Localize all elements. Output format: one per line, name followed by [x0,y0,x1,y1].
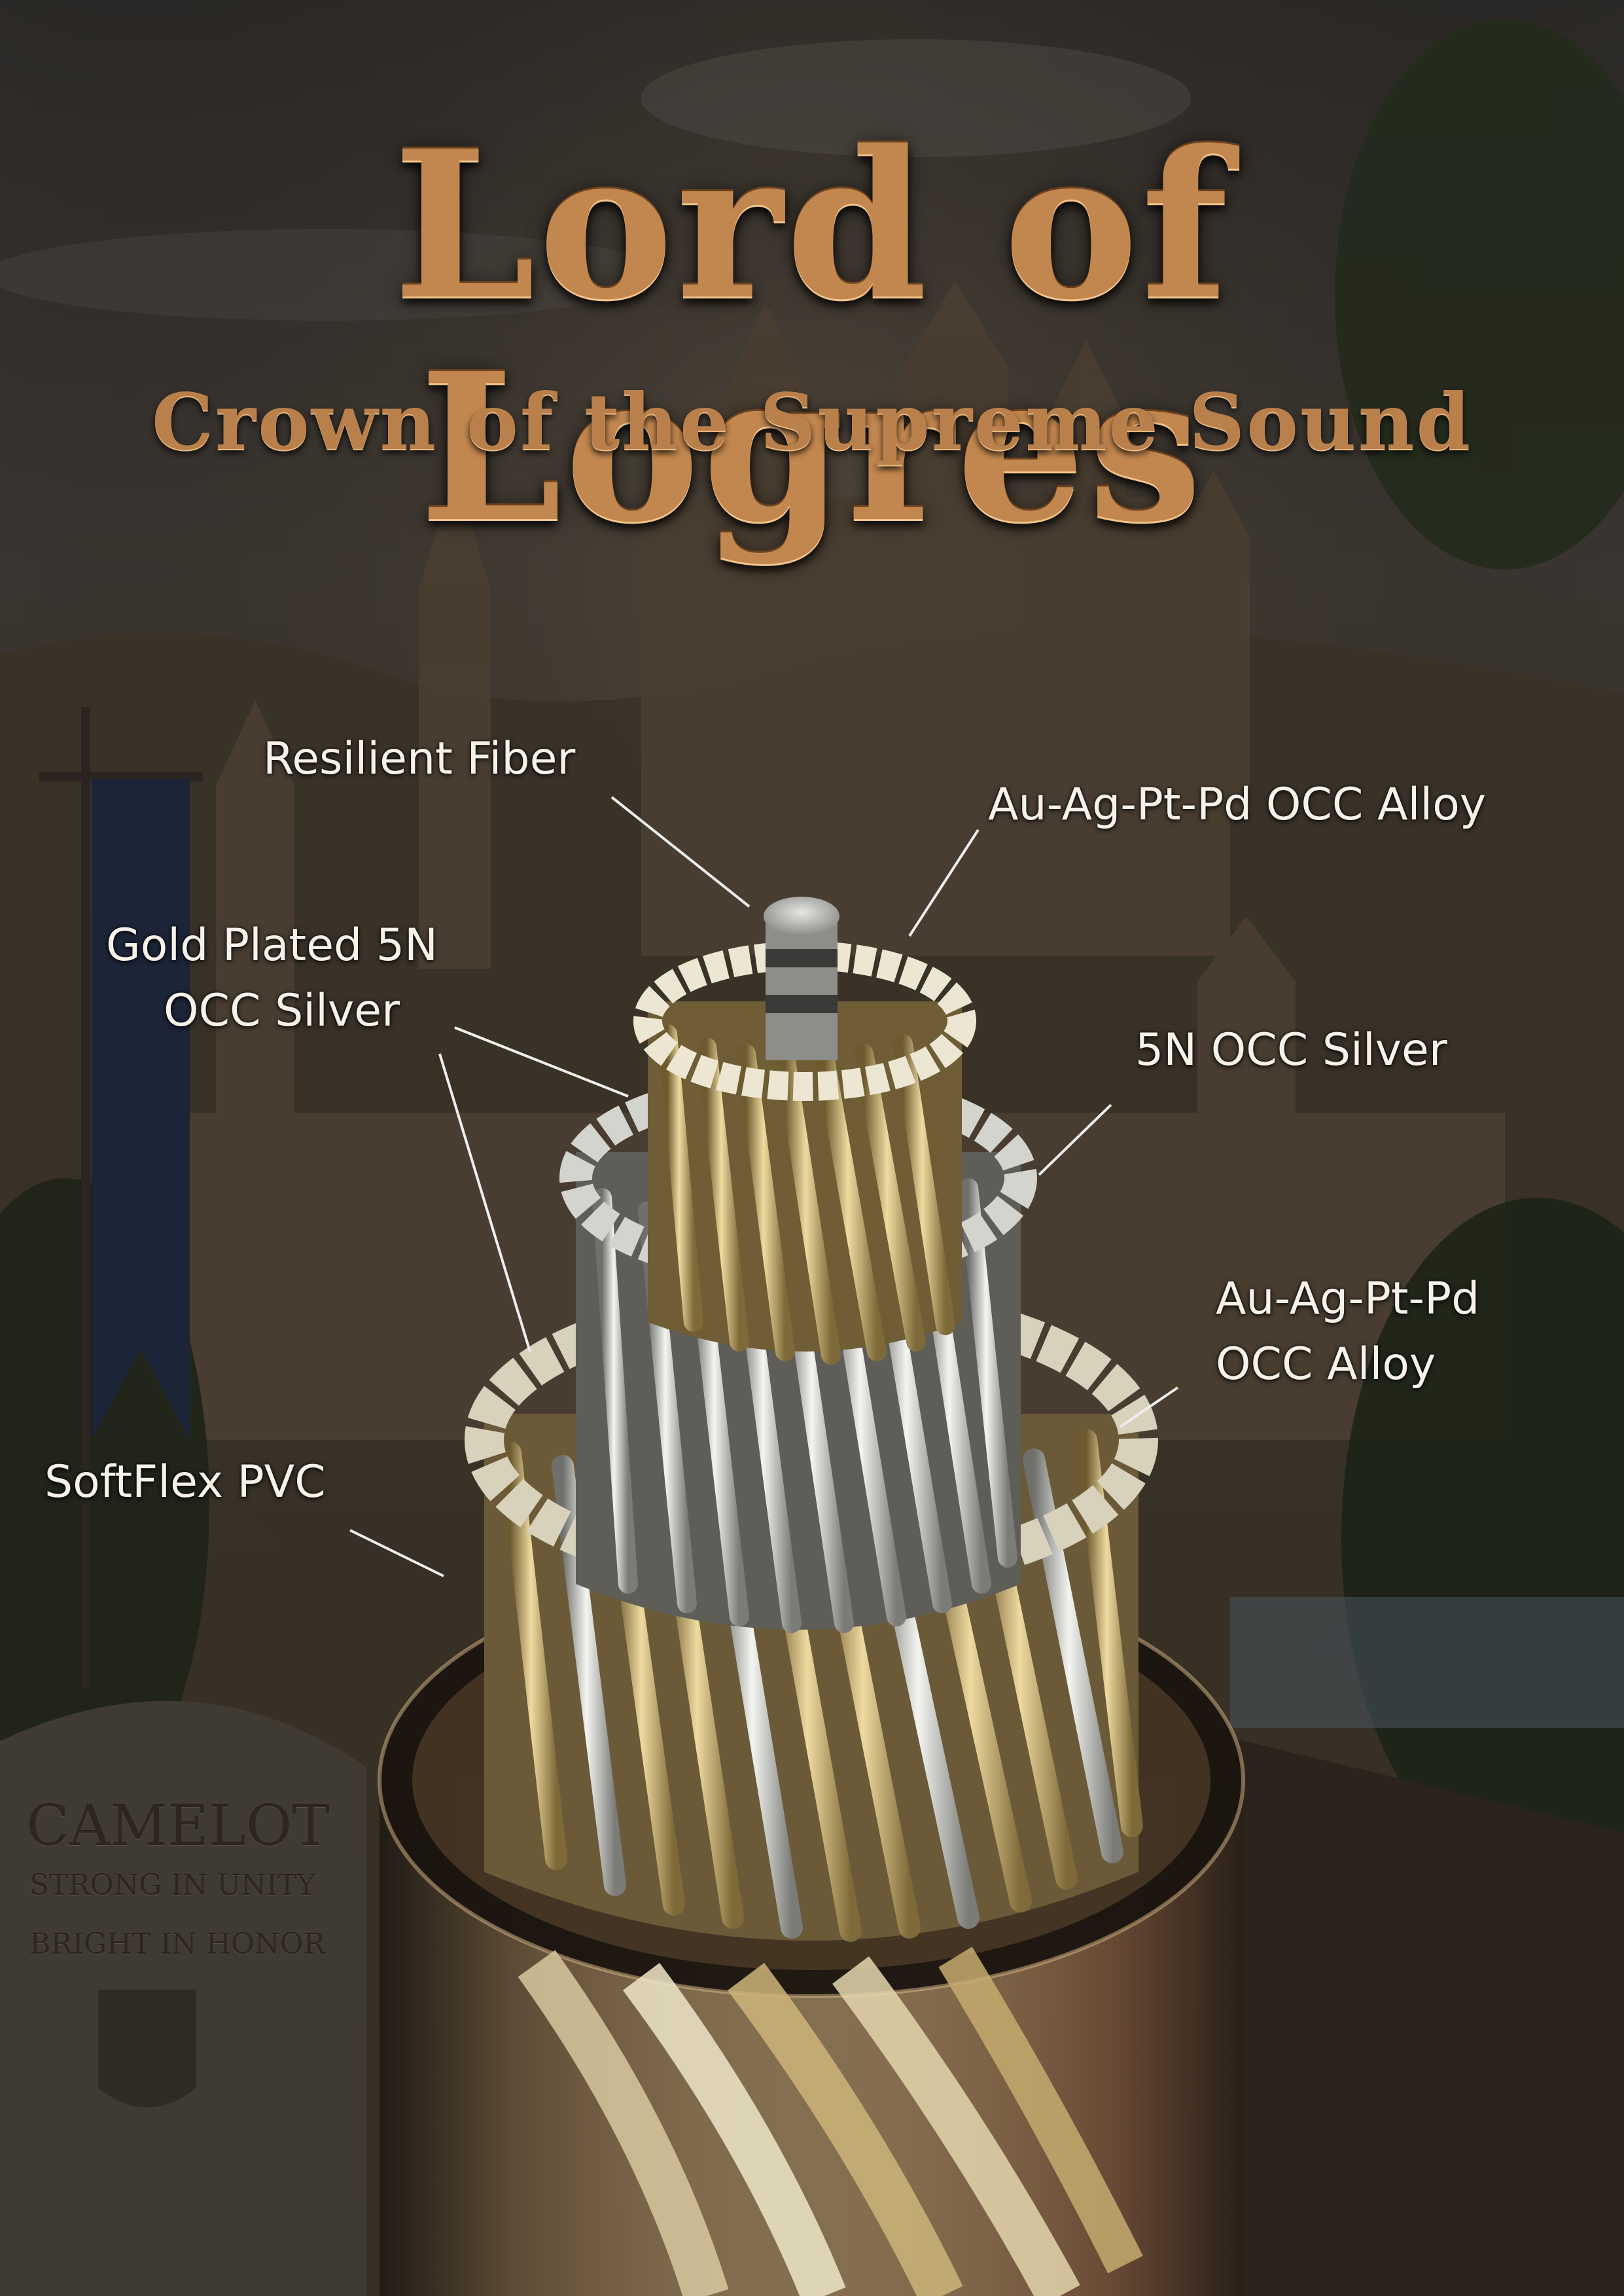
stone-inscription-line: BRIGHT IN HONOR [29,1928,325,1961]
castle-silhouette [131,281,1505,1440]
core-layer [633,941,976,1365]
label-gold-plated-line1: Gold Plated 5N [106,920,438,971]
label-5n-occ-silver: 5N OCC Silver [1135,1024,1447,1076]
poster-title: Lord of Logres [393,107,1231,567]
banner [39,707,203,1689]
label-resilient-fiber: Resilient Fiber [263,733,576,785]
label-gold-plated-line2: OCC Silver [164,985,400,1037]
stone-monument [0,1700,366,2296]
leader-lines [349,796,1179,1577]
label-softflex-pvc: SoftFlex PVC [44,1456,326,1508]
stone-inscription-title: CAMELOT [26,1793,330,1859]
label-outer-alloy-line2: OCC Alloy [1216,1338,1436,1390]
label-outer-alloy-line1: Au-Ag-Pt-Pd [1216,1273,1480,1325]
lower-strands [518,1946,1143,2296]
stone-inscription-line: STRONG IN UNITY [29,1869,316,1902]
label-inner-alloy: Au-Ag-Pt-Pd OCC Alloy [988,779,1487,831]
poster-subtitle: Crown of the Supreme Sound [151,376,1473,467]
resilient-fiber-core [764,897,839,1060]
